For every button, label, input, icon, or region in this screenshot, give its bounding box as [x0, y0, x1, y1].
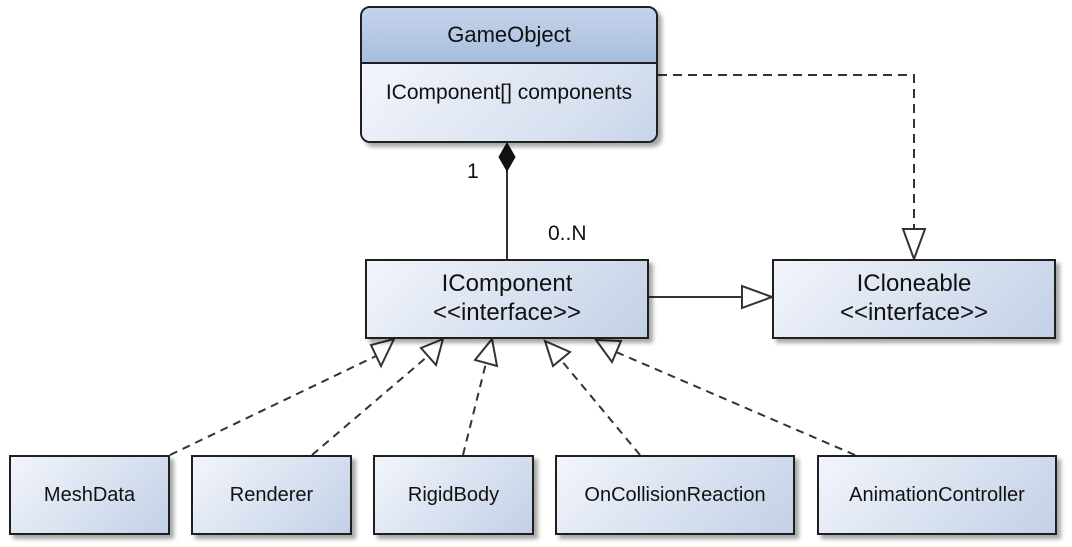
icomponent-generalization-arrow — [741, 284, 775, 310]
rigidbody-realization — [462, 336, 499, 456]
gameobject-class-name: GameObject — [362, 8, 656, 64]
meshdata-class[interactable]: MeshData — [9, 455, 170, 535]
animationcontroller-class[interactable]: AnimationController — [817, 455, 1057, 535]
oncollisionreaction-name: OnCollisionReaction — [584, 484, 766, 506]
multiplicity-many-label: 0..N — [548, 222, 587, 245]
icloneable-stereotype: <<interface>> — [839, 299, 989, 326]
oncollision-realization — [543, 339, 641, 456]
rigidbody-name: RigidBody — [407, 484, 500, 506]
renderer-name: Renderer — [229, 484, 314, 506]
icomponent-interface[interactable]: IComponent <<interface>> — [365, 259, 649, 339]
animationcontroller-realization — [593, 338, 856, 456]
gameobject-attribute: IComponent[] components — [362, 64, 656, 141]
animationcontroller-name: AnimationController — [849, 484, 1025, 506]
rigidbody-class[interactable]: RigidBody — [373, 455, 534, 535]
gameobject-realization-line — [658, 74, 915, 230]
composition-diamond — [498, 141, 516, 173]
renderer-realization — [311, 337, 445, 456]
renderer-class[interactable]: Renderer — [191, 455, 352, 535]
gameobject-realization-arrow — [901, 228, 927, 262]
meshdata-name: MeshData — [43, 484, 136, 506]
gameobject-class[interactable]: GameObject IComponent[] components — [360, 6, 658, 143]
oncollisionreaction-class[interactable]: OnCollisionReaction — [555, 455, 795, 535]
icloneable-name: ICloneable — [856, 270, 972, 298]
icomponent-stereotype: <<interface>> — [432, 299, 582, 326]
icomponent-name: IComponent — [441, 270, 573, 298]
meshdata-realization — [169, 337, 396, 456]
multiplicity-one-label: 1 — [467, 160, 479, 183]
icloneable-interface[interactable]: ICloneable <<interface>> — [772, 259, 1056, 339]
